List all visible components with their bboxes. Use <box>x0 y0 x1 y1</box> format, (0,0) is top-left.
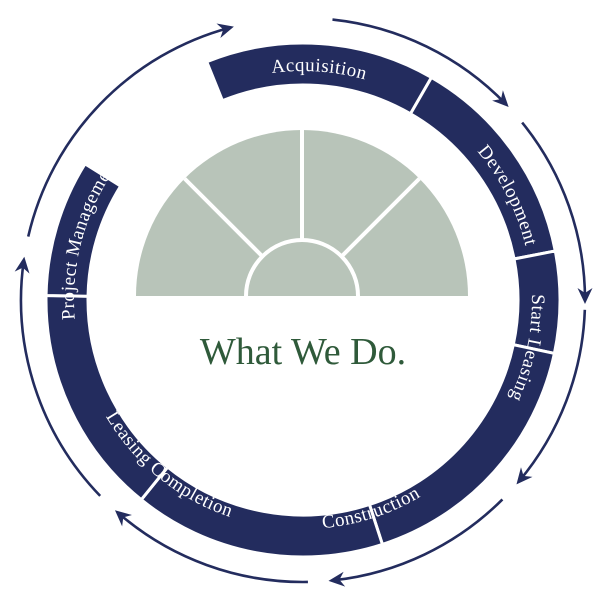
clockwise-arrow-icon <box>332 18 509 107</box>
clockwise-arrow-icon <box>328 498 504 587</box>
fan-hub <box>244 238 360 297</box>
center-title: What We Do. <box>200 331 406 373</box>
clockwise-arrow-icon <box>14 256 102 497</box>
clockwise-arrow-icon <box>26 23 234 237</box>
center-fan-window <box>136 130 468 297</box>
fan-spoke <box>183 177 264 258</box>
clockwise-arrow-icon <box>516 309 587 485</box>
segment-acquisition <box>204 41 434 116</box>
segment-disposition <box>44 161 123 298</box>
segment-label-disposition: Disposition <box>114 82 201 158</box>
clockwise-arrow-icon <box>521 121 593 304</box>
outer-arrows <box>14 18 593 587</box>
clockwise-arrow-icon <box>114 510 308 584</box>
fan-spoke <box>340 177 421 258</box>
